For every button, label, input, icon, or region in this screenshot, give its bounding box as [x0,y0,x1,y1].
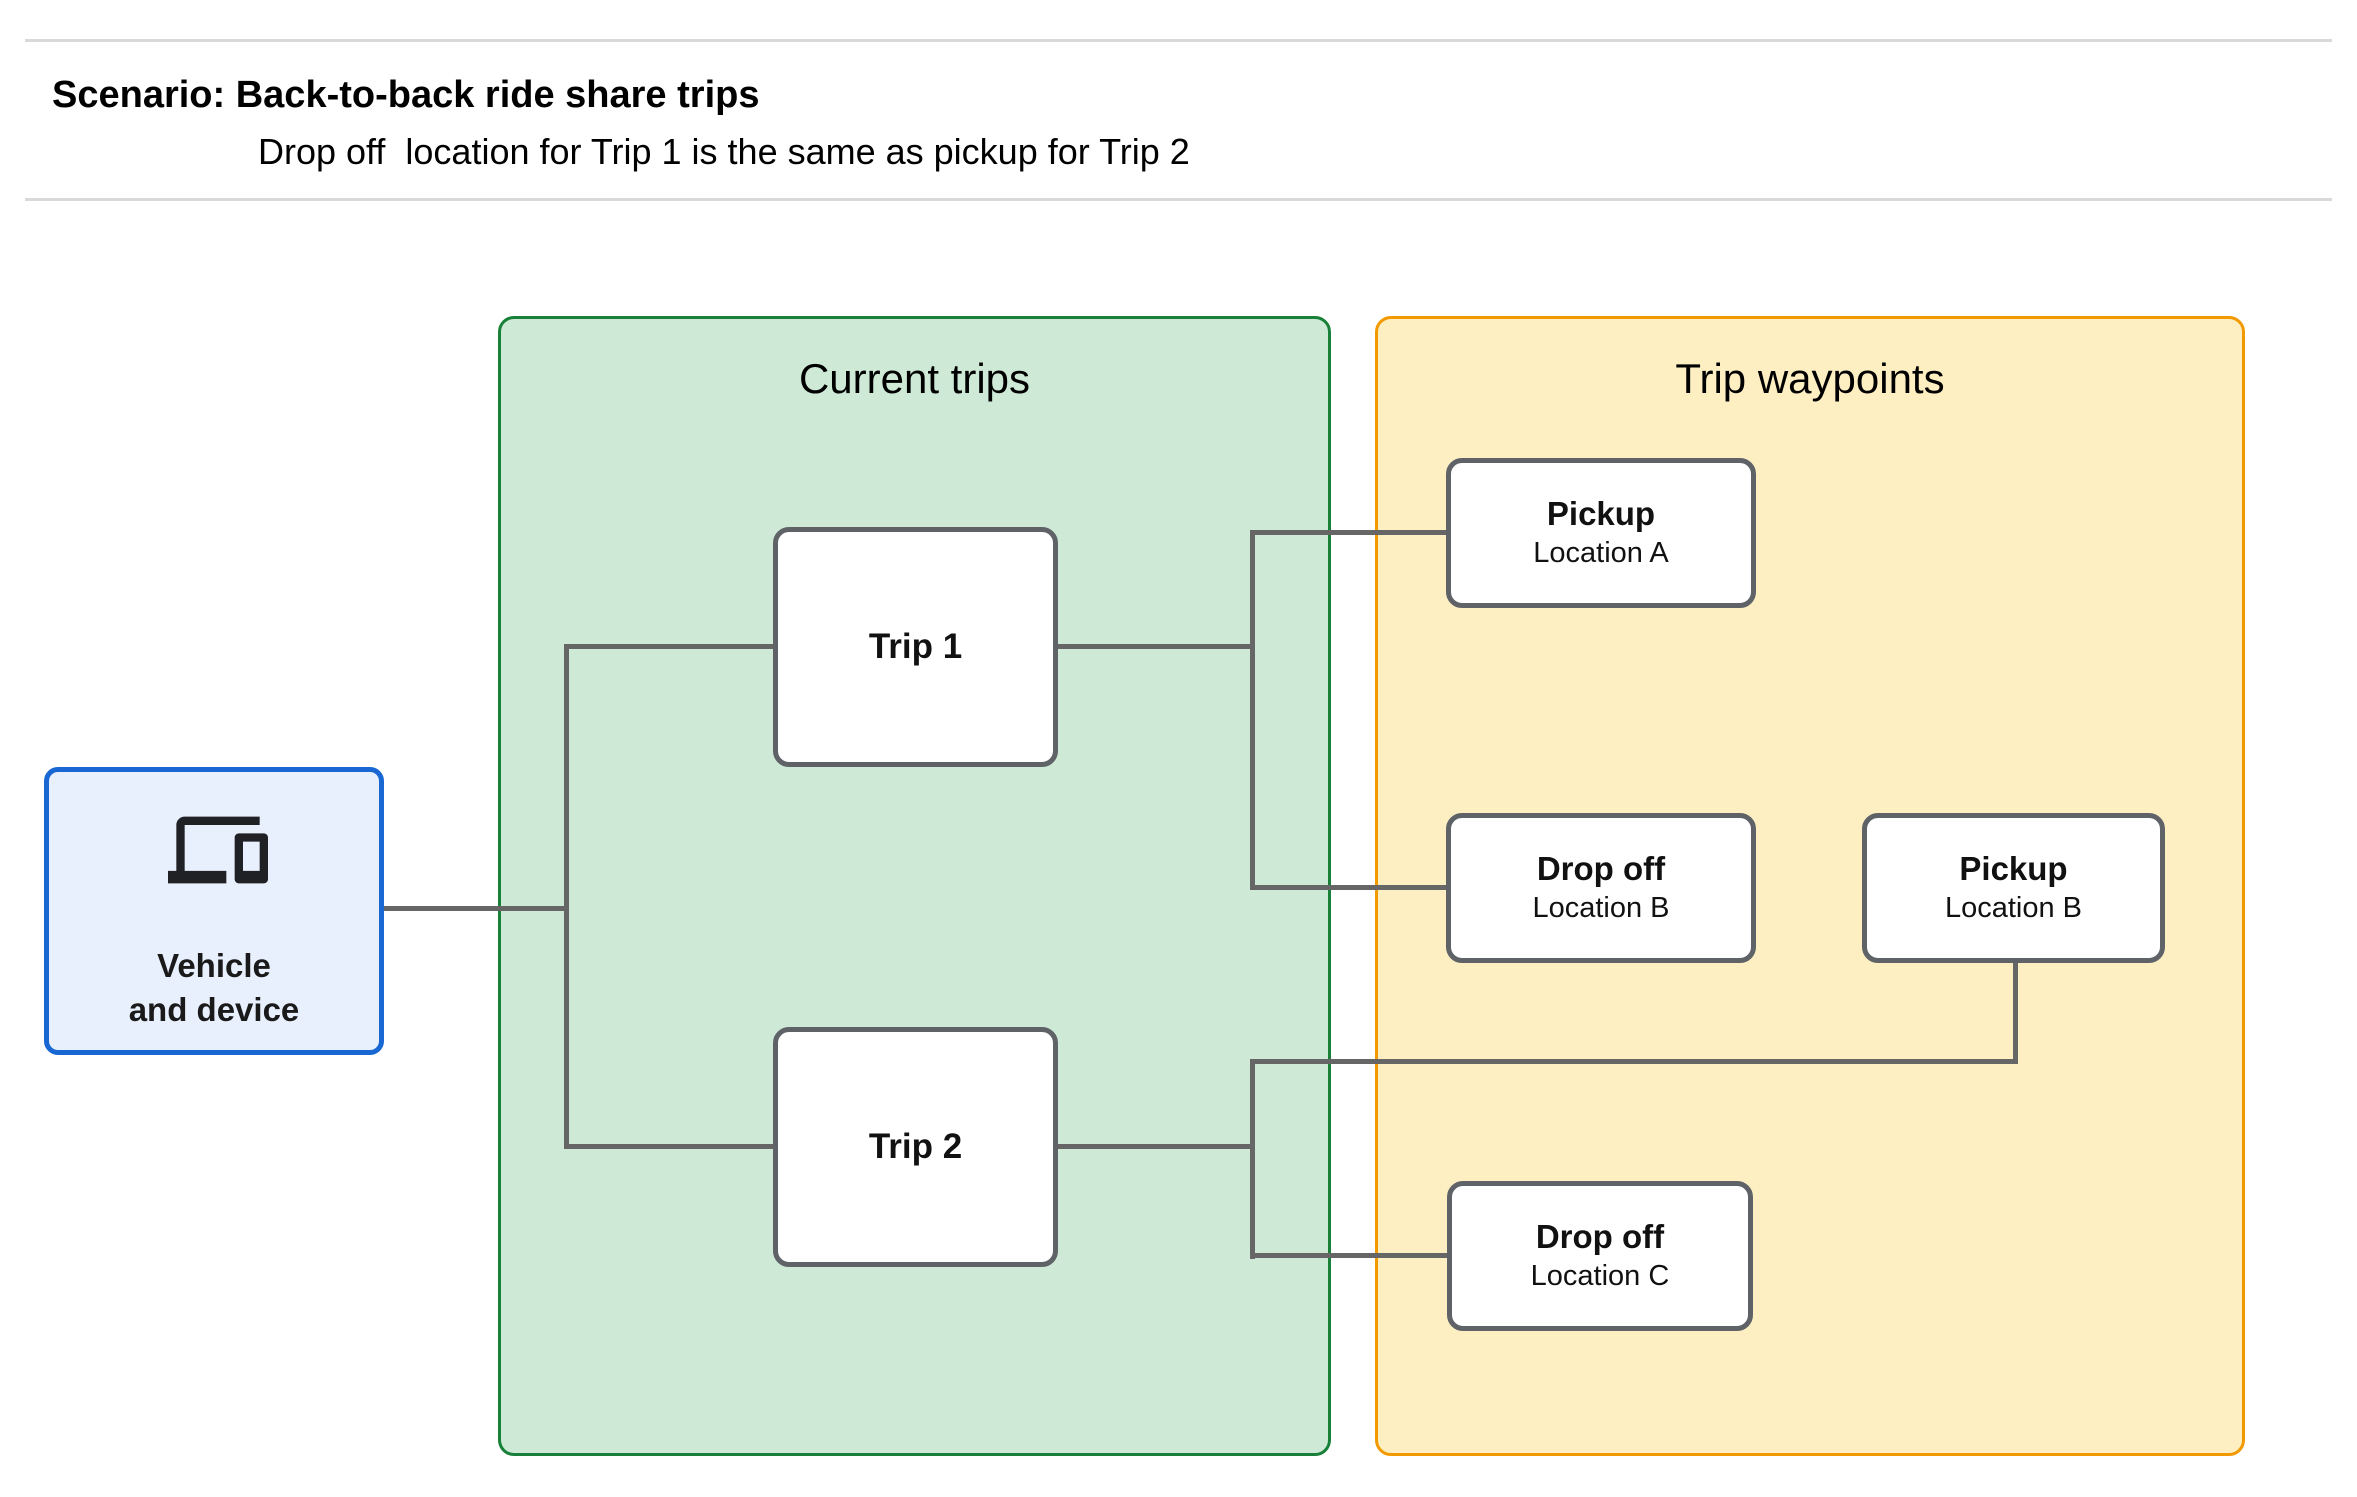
vehicle-label-line2: and device [128,991,300,1028]
waypoint-pickup-b-location: Location B [1944,892,2083,925]
connector-vehicle-to-trunk [384,906,569,911]
connector-trunk-to-trip2 [566,1144,773,1149]
connector-trip1-to-branch [1058,644,1255,649]
waypoint-dropoff-location-c: Drop off Location C [1447,1181,1753,1331]
waypoint-pickup-location-b: Pickup Location B [1862,813,2165,963]
header-divider [25,198,2332,201]
trip1-label: Trip 1 [868,627,963,666]
connector-to-dropoff-b [1252,885,1446,890]
waypoint-dropoff-b-location: Location B [1532,892,1670,925]
vehicle-label-line1: Vehicle [157,947,271,984]
trip2-label: Trip 2 [868,1127,963,1166]
devices-icon [168,816,268,884]
connector-to-dropoff-c [1252,1253,1447,1258]
top-divider [25,39,2332,42]
current-trips-title: Current trips [798,355,1031,402]
waypoint-dropoff-b-title: Drop off [1536,849,1666,887]
connector-trunk-to-trip1 [566,644,773,649]
vehicle-label: Vehicle and device [49,944,379,1032]
waypoint-dropoff-location-b: Drop off Location B [1446,813,1756,963]
vehicle-and-device-node: Vehicle and device [44,767,384,1055]
connector-to-pickup-a [1252,530,1446,535]
waypoint-pickup-location-a: Pickup Location A [1446,458,1756,608]
connector-to-pickup-b-vertical [2013,961,2018,1064]
waypoint-pickup-b-title: Pickup [1959,849,2068,887]
connector-to-pickup-b-horizontal [1252,1059,2018,1064]
current-trips-container: Current trips [498,316,1331,1456]
waypoint-pickup-a-location: Location A [1533,537,1669,570]
trip1-node: Trip 1 [773,527,1058,767]
trip-waypoints-title: Trip waypoints [1675,355,1945,402]
connector-trunk-vertical [564,644,569,1149]
waypoint-dropoff-c-title: Drop off [1535,1217,1665,1255]
page-subtitle: Drop off location for Trip 1 is the same… [258,131,1190,172]
trip2-node: Trip 2 [773,1027,1058,1267]
connector-trip2-branch-vertical [1250,1059,1255,1259]
waypoint-pickup-a-title: Pickup [1546,494,1656,532]
page-title: Scenario: Back-to-back ride share trips [52,74,760,116]
connector-trip2-to-branch [1058,1144,1255,1149]
connector-trip1-branch-vertical [1250,530,1255,890]
waypoint-dropoff-c-location: Location C [1530,1260,1670,1293]
